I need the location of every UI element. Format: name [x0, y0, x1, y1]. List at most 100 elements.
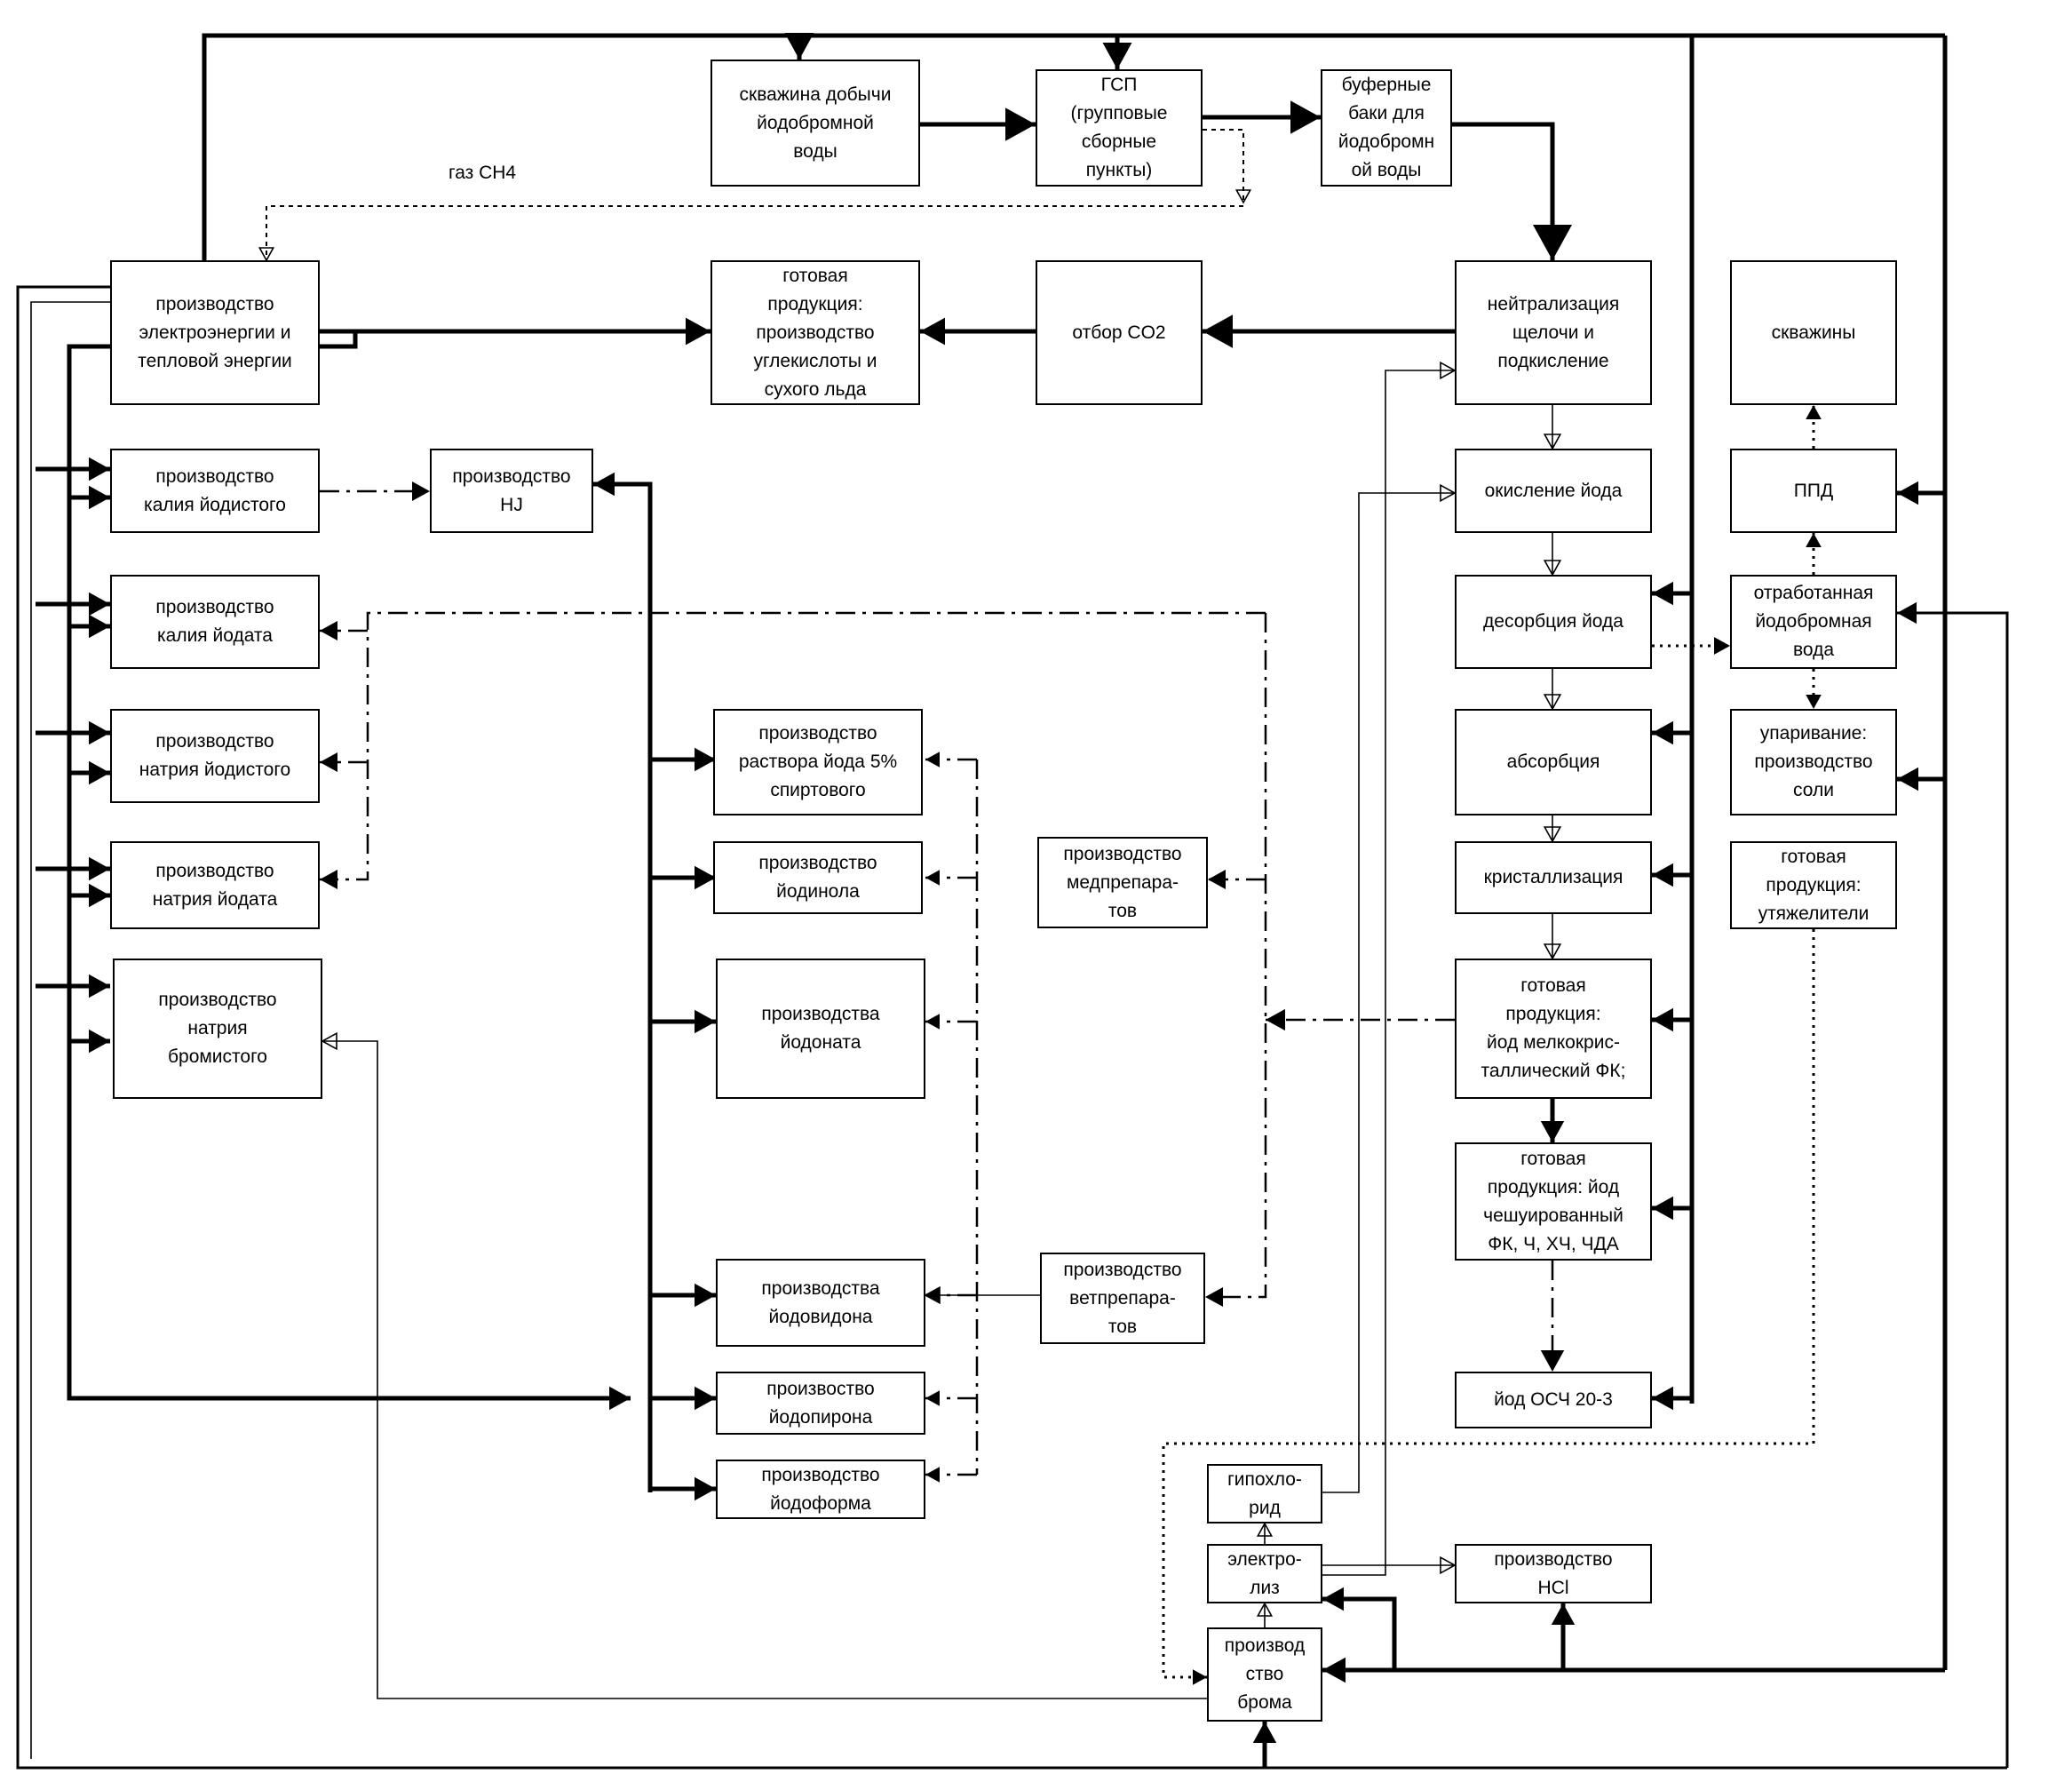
trunk-to-electro-arrowhead: [1322, 1587, 1344, 1611]
drug-return-5-arrowhead: [925, 1467, 940, 1483]
ki-to-hj-arrowhead: [412, 481, 430, 501]
box-wells: скважины: [1730, 260, 1897, 405]
box-well: скважина добычи йодобромной воды: [711, 60, 920, 187]
box-iodinol: производство йодинола: [713, 841, 923, 914]
right-feed-3-arrowhead: [1652, 1008, 1673, 1031]
trunk-to-hj-arrowhead: [593, 473, 615, 496]
box-hj: производство HJ: [430, 449, 593, 533]
box-iodopiron: произвоство йодопирона: [716, 1372, 925, 1435]
bromine-to-nabr: [322, 1041, 1207, 1699]
drug-feed-2-arrowhead: [695, 1010, 716, 1033]
co2-to-co2product-arrowhead: [920, 318, 945, 346]
gas-ch4-label: газ CH4: [449, 163, 516, 184]
box-crystallization: кристаллизация: [1455, 841, 1652, 914]
left-feed-a-3-arrowhead: [89, 857, 110, 880]
bottom-to-bromine-arrowhead: [1253, 1722, 1276, 1743]
left-feed-b-1-arrowhead: [89, 615, 110, 638]
drug-feed-3-arrowhead: [695, 1284, 716, 1307]
box-co2-product: готовая продукция: производство углекисл…: [711, 260, 920, 405]
box-power: производство электроэнергии и тепловой э…: [110, 260, 320, 405]
dashdot-top-arrowhead: [320, 870, 337, 889]
bromine-to-hcl-arrowhead: [1552, 1603, 1575, 1625]
box-gsp: ГСП (групповые сборные пункты): [1036, 69, 1203, 187]
box-iodine-osch: йод ОСЧ 20-3: [1455, 1372, 1652, 1428]
box-neutralization: нейтрализация щелочи и подкисление: [1455, 260, 1652, 405]
right-feed-5-arrowhead: [1652, 1387, 1673, 1410]
ppd-to-wells-arrowhead: [1806, 405, 1822, 419]
box-sodium-bromide: производство натрия бромистого: [113, 959, 322, 1099]
gsp-to-buffer-arrowhead: [1290, 100, 1321, 133]
hj-trunk: [593, 484, 650, 1492]
box-fine-iodine: готовая продукция: йод мелкокрис- таллич…: [1455, 959, 1652, 1099]
box-iodonat: производства йодоната: [716, 959, 925, 1099]
dashdot-vertical-arrowhead: [1205, 1287, 1223, 1307]
left-trunk-arrowhead: [609, 1387, 631, 1410]
box-sodium-iodate: производство натрия йодата: [110, 841, 320, 929]
box-ppd: ППД: [1730, 449, 1897, 533]
electro-to-neutral: [1322, 370, 1455, 1575]
flake-to-osch-arrowhead: [1541, 1350, 1564, 1372]
neutral-to-co2-arrowhead: [1203, 314, 1233, 347]
weight-to-bromine-dotted-arrowhead: [1193, 1669, 1207, 1685]
buffer-to-neutral: [1452, 124, 1552, 260]
box-buffer: буферные баки для йодобромн ой воды: [1321, 69, 1452, 187]
box-potassium-iodate: производство калия йодата: [110, 575, 320, 669]
box-flake-iodine: готовая продукция: йод чешуированный ФК,…: [1455, 1142, 1652, 1261]
power-to-co2product-arrowhead: [686, 318, 711, 346]
box-hypochlorite: гипохло- рид: [1207, 1464, 1322, 1523]
box-electrolysis: электро- лиз: [1207, 1544, 1322, 1603]
box-bromine: производ ство брома: [1207, 1627, 1322, 1722]
box-hcl: производство HCl: [1455, 1544, 1652, 1603]
trunk2-to-evap-arrowhead: [1897, 768, 1918, 791]
drug-return-1-arrowhead: [925, 870, 940, 886]
gas-line-to-power: [266, 206, 1243, 260]
trunk2-to-ppd-arrowhead: [1897, 481, 1918, 505]
spent-to-ppd-arrowhead: [1806, 533, 1822, 547]
left-feed-a-2-arrowhead: [89, 721, 110, 744]
drug-feed-4-arrowhead: [695, 1387, 716, 1410]
box-absorption: абсорбция: [1455, 709, 1652, 815]
left-feed-a-1-arrowhead: [89, 593, 110, 616]
right-feed-4-arrowhead: [1652, 1197, 1673, 1220]
trunk-to-bromine-arrowhead: [1322, 1658, 1346, 1683]
box-iodine-oxidation: окисление йода: [1455, 449, 1652, 533]
arrow-into-gsp-arrowhead: [1103, 43, 1132, 69]
dashdot-to-med-arrowhead: [1208, 870, 1226, 889]
drug-return-2-arrowhead: [925, 1014, 940, 1030]
box-weighting-agents: готовая продукция: утяжелители: [1730, 841, 1897, 929]
spent-loop-right-arrowhead: [1897, 602, 1917, 624]
left-feed-a-4-arrowhead: [89, 975, 110, 998]
arrow-into-well-arrowhead: [785, 33, 814, 60]
fine-to-flake-arrowhead: [1541, 1121, 1564, 1142]
box-vet-preparations: производство ветпрепара- тов: [1040, 1253, 1205, 1344]
well-to-gsp-arrowhead: [1005, 107, 1036, 140]
left-feed-b-2-arrowhead: [89, 761, 110, 784]
left-feed-b-3-arrowhead: [89, 884, 110, 907]
right-feed-1-arrowhead: [1652, 721, 1673, 744]
right-feed-0-arrowhead: [1652, 582, 1673, 605]
drug-return-3-arrowhead: [925, 1287, 940, 1303]
trunk-to-electro: [1322, 1599, 1394, 1670]
box-med-preparations: производство медпрепара- тов: [1037, 837, 1208, 928]
box-iodovidon: производства йодовидона: [716, 1259, 925, 1347]
left-feed-b-4-arrowhead: [89, 1030, 110, 1053]
box-evaporation: упаривание: производство соли: [1730, 709, 1897, 815]
drug-return-4-arrowhead: [925, 1390, 940, 1406]
dashdot-to-nai-arrowhead: [320, 752, 337, 772]
fine-to-drugs-arrowhead: [1266, 1009, 1285, 1030]
desorb-to-spent-arrowhead: [1714, 637, 1730, 655]
box-co2: отбор CO2: [1036, 260, 1203, 405]
box-spent-water: отработанная йодобромная вода: [1730, 575, 1897, 669]
left-feed-a-0-arrowhead: [89, 457, 110, 481]
spent-to-evap-arrowhead: [1806, 695, 1822, 709]
drug-feed-5-arrowhead: [695, 1477, 716, 1500]
buffer-to-neutral-arrowhead: [1533, 225, 1572, 260]
dashdot-vertical: [1205, 613, 1266, 1297]
hypo-to-oxid: [1322, 493, 1455, 1492]
box-iodine-tincture: производство раствора йода 5% спиртового: [713, 709, 923, 815]
dashdot-to-kio3-arrowhead: [320, 621, 337, 640]
box-potassium-iodide: производство калия йодистого: [110, 449, 320, 533]
left-feed-b-0-arrowhead: [89, 486, 110, 509]
right-feed-2-arrowhead: [1652, 863, 1673, 887]
